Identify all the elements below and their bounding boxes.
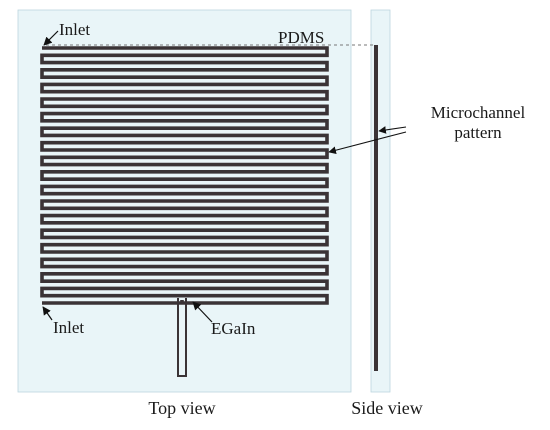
inlet-top-label: Inlet	[59, 20, 90, 39]
microchannel-label-line2: pattern	[454, 123, 502, 142]
side-view-substrate	[370, 9, 391, 393]
microchannel-arrow-side	[328, 131, 407, 154]
side-view-channel-layer	[374, 45, 378, 371]
microchannel-arrow-top	[378, 126, 407, 134]
egain-label: EGaIn	[211, 319, 256, 338]
inlet-top-arrow	[43, 30, 59, 46]
egain-arrow	[192, 301, 213, 323]
serpentine-channel-path	[40, 46, 329, 305]
microchannel-pattern	[40, 46, 329, 305]
inlet-bottom-label: Inlet	[53, 318, 84, 337]
egain-outlet-channel	[177, 298, 187, 377]
top-view-caption: Top view	[148, 398, 215, 418]
microchannel-label-line1: Microchannel	[431, 103, 526, 122]
side-view-caption: Side view	[351, 398, 423, 418]
inlet-bottom-arrow	[42, 306, 53, 321]
pdms-label: PDMS	[278, 28, 324, 47]
